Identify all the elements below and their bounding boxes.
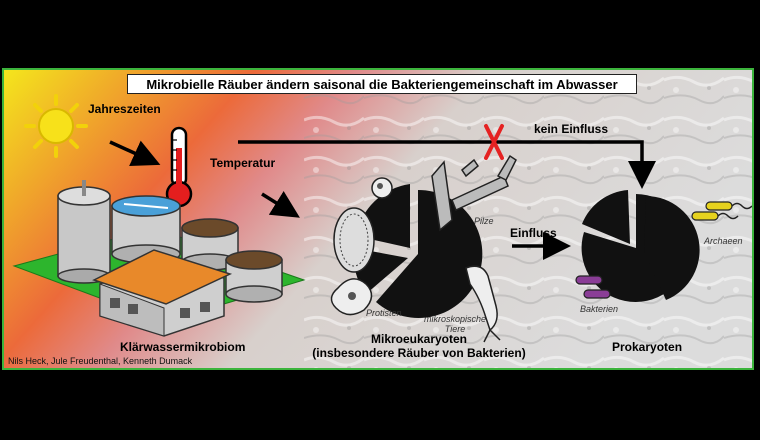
diagram-frame: Mikrobielle Räuber ändern saisonal die B… (2, 68, 754, 370)
arrow-no-influence (238, 140, 656, 189)
arrow-seasons-to-temperature (109, 140, 161, 167)
label-influence: Einfluss (510, 226, 557, 240)
label-prokaryotes: Prokaryoten (612, 340, 683, 354)
fungi-icon (431, 154, 517, 232)
diagram-title: Mikrobielle Räuber ändern saisonal die B… (127, 74, 637, 94)
building-roof (92, 249, 233, 305)
rotifer-icon (465, 265, 501, 343)
diagram-canvas (4, 70, 752, 368)
tank-water (111, 195, 181, 264)
label-microeukaryotes-sub: (insbesondere Räuber von Bakterien) (312, 346, 526, 360)
authors-credit: Nils Heck, Jule Freudenthal, Kenneth Dum… (8, 356, 193, 366)
label-archaea: Archaeen (704, 236, 743, 246)
tank-tall (57, 180, 111, 284)
sun-icon (24, 94, 88, 158)
wastewater-plant (12, 180, 306, 337)
label-microscopic-animals-2: Tiere (444, 324, 466, 334)
label-fungi: Pilze (474, 216, 494, 226)
building (92, 249, 233, 337)
label-protists: Protisten (366, 308, 402, 318)
microeukaryotes-pie (353, 184, 483, 318)
archaea-icon (691, 201, 752, 221)
arrow-temperature-to-microeukaryotes (261, 190, 300, 218)
protist-amoeba-icon (330, 278, 373, 316)
tank-sludge-2 (225, 250, 283, 303)
label-microeukaryotes-title: Mikroeukaryoten (370, 332, 468, 346)
protist-spiny-icon (333, 207, 375, 273)
protist-small-icon (371, 177, 393, 199)
pie-slice (376, 189, 483, 318)
pie-slice (644, 196, 700, 300)
label-microscopic-animals: mikroskopische Tiere (410, 314, 500, 334)
label-temperature: Temperatur (210, 156, 276, 170)
cross-icon (484, 124, 504, 160)
label-no-influence: kein Einfluss (534, 122, 609, 136)
pie-slice (582, 190, 630, 244)
label-wastewater-microbiome: Klärwassermikrobiom (120, 340, 246, 354)
label-seasons: Jahreszeiten (88, 102, 161, 116)
prokaryotes-pie (581, 190, 700, 302)
label-bacteria: Bakterien (580, 304, 619, 314)
label-microeukaryotes: Mikroeukaryoten (insbesondere Räuber von… (304, 332, 534, 360)
bacteria-icon (575, 275, 611, 299)
label-microscopic-animals-1: mikroskopische (423, 314, 487, 324)
